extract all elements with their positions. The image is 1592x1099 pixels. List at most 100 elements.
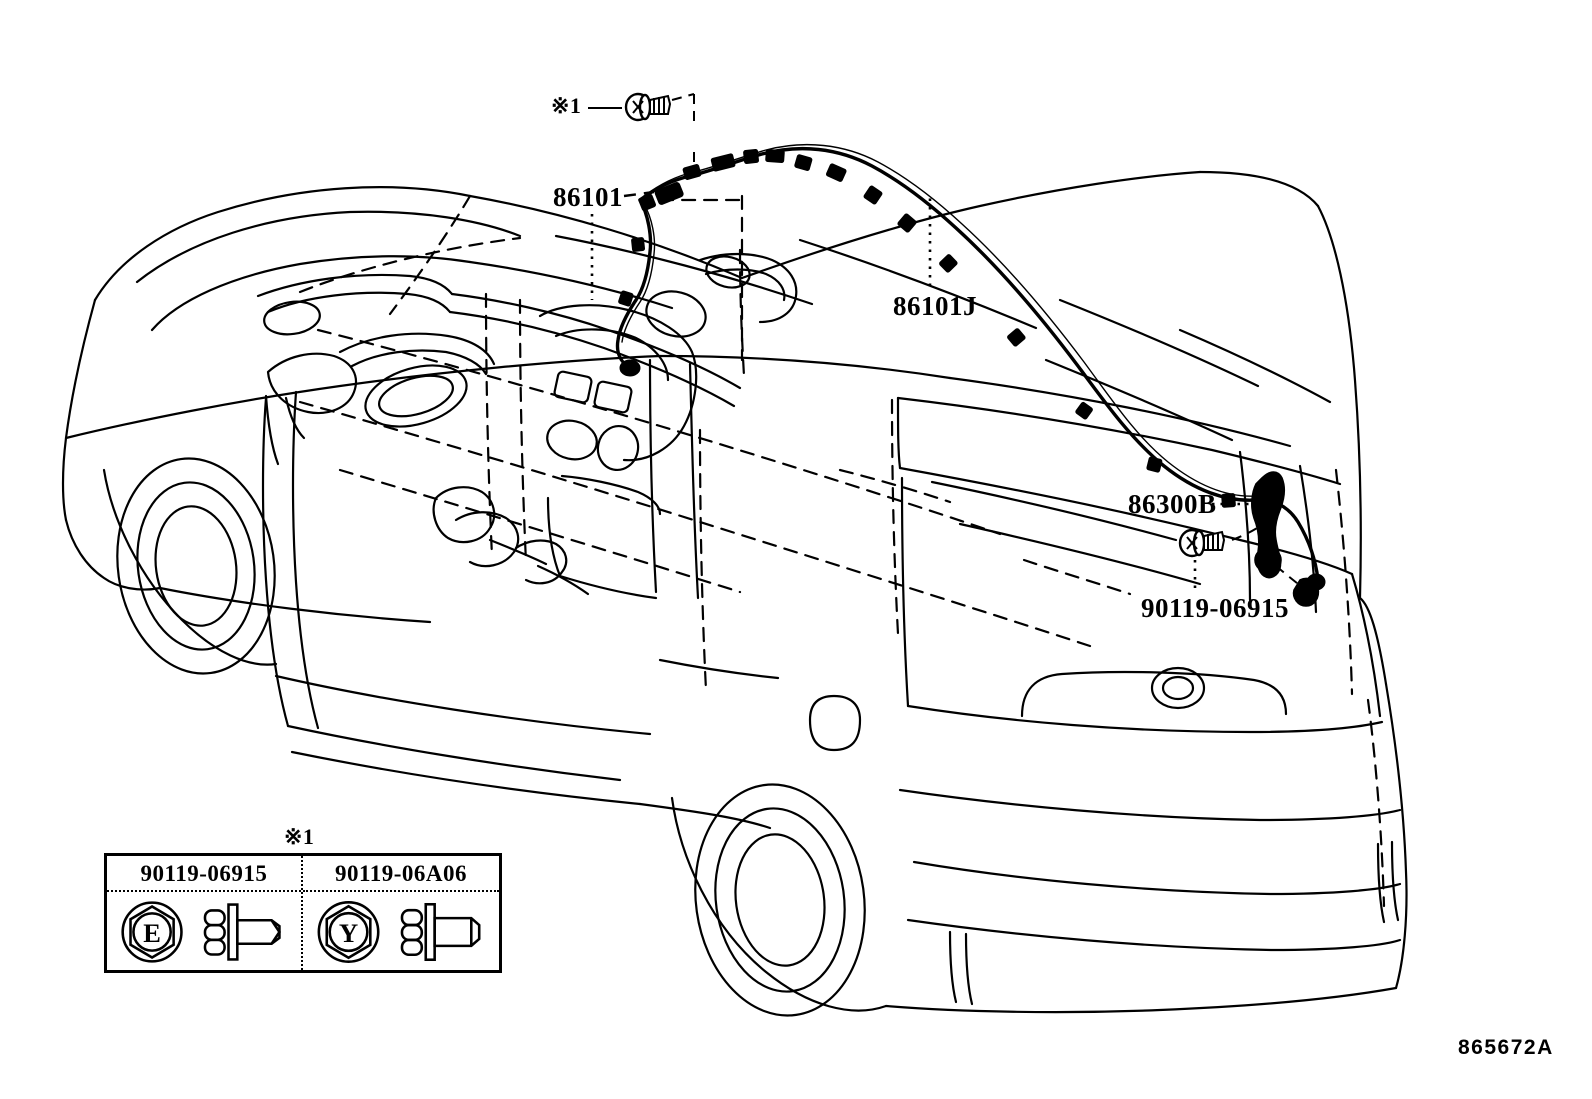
- seat-headrest-front: [432, 486, 496, 544]
- seat-back-front: [454, 511, 520, 568]
- front-lower-valance: [64, 518, 162, 591]
- cable-clip: [897, 213, 917, 233]
- cluster-hood-inner: [350, 349, 488, 376]
- pillar-line-a: [1238, 450, 1252, 602]
- cable-clip: [765, 149, 785, 163]
- cable-clip: [682, 164, 702, 180]
- cluster-hood: [338, 332, 496, 366]
- hidden-interior-floor-c: [338, 468, 742, 594]
- hidden-rear-inner-2: [1366, 698, 1386, 908]
- headliner-edge-d: [1178, 328, 1332, 404]
- rear-reflector-right-outline: [1376, 842, 1386, 924]
- rear-bumper-bottom: [884, 986, 1398, 1014]
- cable-end-terminal: [619, 359, 641, 377]
- passenger-airbag-lid: [698, 252, 798, 324]
- legend-column-1: 90119-06915 E: [107, 856, 303, 970]
- rear-body-right-edge: [1384, 682, 1408, 990]
- hidden-inner-pillar-a: [484, 292, 494, 558]
- mirror-stem: [284, 396, 306, 440]
- cable-clip: [825, 163, 847, 182]
- console-left: [546, 496, 562, 578]
- console-bottom: [558, 574, 658, 600]
- a-pillar-inner: [291, 390, 320, 730]
- rear-wheel-arch: [670, 796, 888, 1012]
- bumper-upper-step: [898, 788, 1402, 822]
- rear-reflector-left-outline: [948, 930, 958, 1004]
- hood-outer-line: [135, 210, 522, 284]
- cable-clip: [1146, 456, 1163, 473]
- seat-back-second: [536, 564, 590, 596]
- rear-tire-inner: [714, 807, 846, 993]
- cable-clip: [1007, 328, 1026, 347]
- hex-bolt-head-inner: [132, 912, 172, 952]
- hex-bolt-head-outer: [317, 901, 380, 963]
- diagram-code: 865672A: [1458, 1036, 1554, 1059]
- front-rocker: [158, 586, 432, 624]
- washer-seg: [400, 923, 424, 942]
- washer-seg: [203, 938, 226, 956]
- toyota-emblem-inner: [1161, 675, 1195, 701]
- tailgate-glass-upper: [896, 396, 1342, 486]
- cable-clip: [939, 254, 958, 273]
- tailgate-lower-edge: [906, 704, 1384, 734]
- antenna-cord-connector: [638, 182, 684, 212]
- hidden-cargo-line: [1022, 558, 1132, 596]
- side-crease-upper: [274, 674, 652, 736]
- hidden-a-pillar-left: [388, 194, 472, 316]
- rocker-upper-line: [286, 724, 622, 782]
- antenna-base-bracket: [1251, 471, 1320, 607]
- cable-front-drop: [615, 198, 653, 370]
- seat-headrest-second: [514, 539, 568, 585]
- bolt-head-letter-e: E: [143, 918, 161, 948]
- hidden-rear-inner: [1334, 468, 1354, 696]
- hidden-tailgate-inner: [890, 398, 900, 636]
- cable-clip: [794, 154, 813, 171]
- stack-button-a: [553, 370, 593, 404]
- cable-clip: [743, 148, 759, 164]
- door-mirror: [266, 352, 358, 415]
- screw-top-leader: [588, 93, 695, 176]
- door-step-line: [658, 658, 780, 680]
- hex-bolt-head-outer: [121, 901, 183, 963]
- stack-button-b: [593, 380, 633, 414]
- reference-mark-top: ※1: [551, 93, 582, 118]
- hex-bolt-head-hex: [325, 904, 372, 960]
- cable-clip: [618, 290, 634, 307]
- legend-reference-mark: ※1: [284, 824, 315, 849]
- legend-part-number-2: 90119-06A06: [303, 856, 499, 892]
- roof-rear-corner: [1198, 170, 1320, 208]
- quarter-top-front: [658, 354, 952, 380]
- bumper-lower-step: [912, 860, 1402, 896]
- seat-cushion-front: [488, 538, 548, 566]
- bumper-valance: [906, 918, 1402, 952]
- rear-reflector-left-inner: [964, 932, 974, 1006]
- dash-vent-center: [645, 290, 707, 338]
- dash-top-edge-inner: [448, 310, 736, 408]
- bolt-point: [270, 919, 281, 945]
- callout-86101j: 86101J: [893, 291, 977, 321]
- legend-bolt-illustration-2: Y: [303, 892, 499, 972]
- hidden-rear-trim: [838, 468, 952, 504]
- callout-86101: 86101: [553, 182, 623, 212]
- tailgate-left-edge: [900, 476, 910, 708]
- rear-wheel-rim: [734, 833, 826, 967]
- cable-front-drop-highlight: [621, 203, 656, 343]
- cable-clip: [710, 153, 736, 172]
- headliner-edge-c: [1058, 298, 1260, 388]
- tailgate-glass-left: [896, 396, 902, 470]
- hidden-inner-pillar-c: [698, 428, 708, 692]
- emblem-recess: [1020, 670, 1288, 718]
- washer-seg: [203, 909, 226, 927]
- washer-seg: [400, 908, 424, 927]
- rear-pillar-outer: [1316, 204, 1362, 600]
- tailgate-right-edge: [1350, 572, 1382, 718]
- washer-seg: [400, 938, 424, 957]
- console-top: [560, 474, 662, 516]
- antenna-cable-assembly: [615, 143, 1326, 591]
- cable-clip: [1075, 401, 1093, 420]
- bolt-flange: [424, 902, 436, 962]
- cable-clip: [631, 237, 646, 252]
- hidden-inner-pillar-b: [518, 298, 528, 564]
- headliner-edge-a: [554, 234, 814, 306]
